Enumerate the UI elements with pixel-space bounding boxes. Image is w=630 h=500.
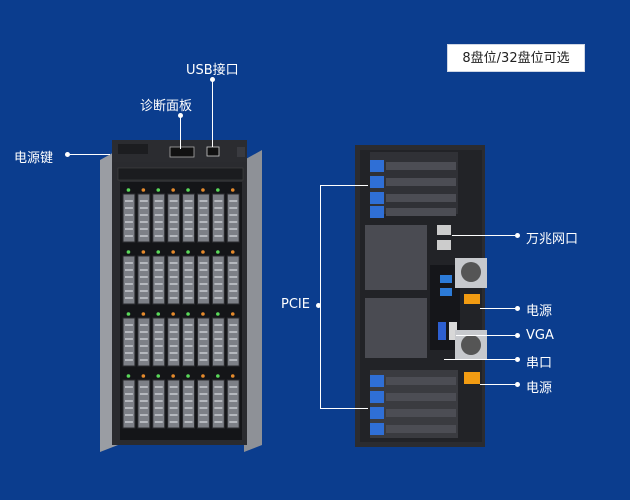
drive-bay <box>226 188 240 243</box>
drive-bay <box>226 374 240 429</box>
drive-bay <box>182 374 196 429</box>
pcie-label: PCIE <box>281 297 310 312</box>
usb-port-label: USB接口 <box>186 63 239 78</box>
drive-bay <box>167 188 181 243</box>
pcie-slot-tab <box>370 192 456 204</box>
pcie-slot-tab <box>370 375 456 387</box>
drive-bay <box>122 312 136 367</box>
drive-bay <box>226 250 240 305</box>
drive-bay <box>152 374 166 429</box>
drive-bay <box>182 312 196 367</box>
power-supply-label-2: 电源 <box>526 381 553 396</box>
drive-bay <box>197 374 210 429</box>
drive-bay <box>152 312 166 367</box>
drive-bay <box>182 188 196 243</box>
power-button-label: 电源键 <box>14 151 54 166</box>
drive-bay <box>152 250 166 305</box>
ten-gigabit-network-port-label: 万兆网口 <box>526 232 579 247</box>
drive-bay <box>211 188 225 243</box>
power-supply-label-1: 电源 <box>526 304 553 319</box>
drive-bay <box>211 312 225 367</box>
drive-bay <box>226 312 240 367</box>
pcie-slot-tab <box>370 160 456 172</box>
drive-bay <box>167 250 181 305</box>
drive-bay <box>182 250 196 305</box>
diagnostic-panel-label: 诊断面板 <box>140 99 193 114</box>
pcie-slot-tab <box>370 206 456 218</box>
drive-bay <box>137 250 151 305</box>
pcie-slot-tab <box>370 423 456 435</box>
pcie-slot-tab <box>370 176 456 188</box>
serial-port-label: 串口 <box>526 356 553 371</box>
pcie-slot-tab <box>370 407 456 419</box>
drive-bay <box>137 312 151 367</box>
drive-bay <box>137 374 151 429</box>
drive-bay <box>137 188 151 243</box>
drive-bay <box>197 250 210 305</box>
pcie-slot-tab <box>370 391 456 403</box>
drive-bay <box>122 188 136 243</box>
drive-bay <box>197 188 210 243</box>
drive-bay <box>167 374 181 429</box>
drive-bay <box>152 188 166 243</box>
drive-bay <box>122 250 136 305</box>
drive-bay <box>211 250 225 305</box>
drive-bay-option-badge: 8盘位/32盘位可选 <box>447 44 585 72</box>
drive-bay <box>211 374 225 429</box>
drive-bay <box>167 312 181 367</box>
drive-bay <box>197 312 210 367</box>
drive-bay <box>122 374 136 429</box>
vga-port-label: VGA <box>526 328 554 343</box>
